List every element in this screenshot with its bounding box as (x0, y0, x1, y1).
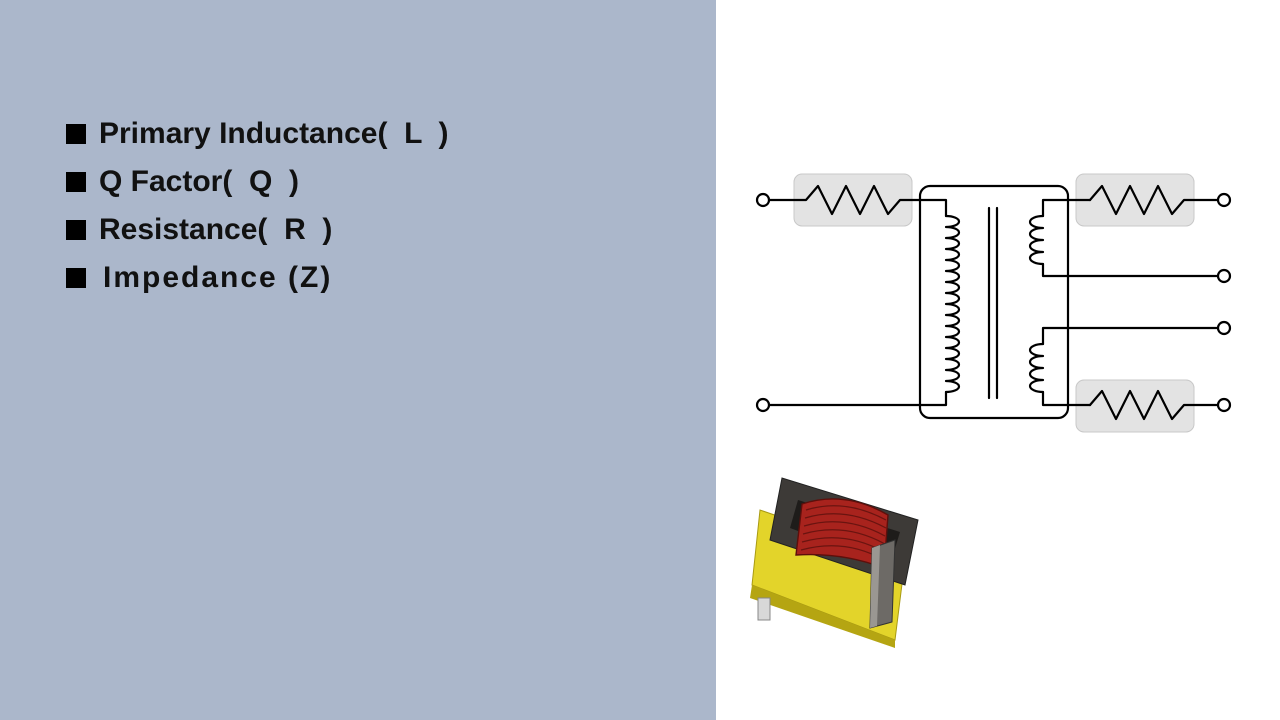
resistor-icon (767, 184, 948, 218)
bullet-text: Primary Inductance( L ) (99, 117, 449, 150)
terminal-icon (1216, 397, 1232, 413)
bobbin-base-side (750, 585, 895, 648)
secondary-coil-top (1028, 214, 1045, 266)
ferrite-leg-face (870, 545, 880, 628)
transformer-circuit-diagram (755, 173, 1232, 433)
secondary-coil-bottom (1028, 342, 1045, 394)
bullet-text: Q Factor( Q ) (99, 165, 300, 198)
bullet-item-impedance: Impedance (Z) (66, 254, 449, 302)
square-bullet-icon (66, 220, 86, 240)
secondary-lead (1041, 262, 1220, 278)
secondary-lead (1041, 198, 1092, 218)
resistor-icon (1088, 184, 1219, 216)
inductor-component-photo (750, 477, 919, 648)
bullet-item-resistance: Resistance( R ) (66, 206, 449, 254)
square-bullet-icon (66, 124, 86, 144)
square-bullet-icon (66, 172, 86, 192)
primary-lead (767, 390, 948, 407)
component-pin (757, 597, 771, 621)
terminal-icon (1216, 192, 1232, 208)
terminal-icon (755, 397, 771, 413)
left-panel: Primary Inductance( L ) Q Factor( Q ) Re… (0, 0, 716, 720)
terminal-icon (1216, 320, 1232, 336)
bullet-item-primary-inductance: Primary Inductance( L ) (66, 110, 449, 158)
resistor-icon (1088, 389, 1219, 421)
secondary-lead (1041, 390, 1092, 407)
bullet-text: Resistance( R ) (99, 213, 333, 246)
bullet-item-q-factor: Q Factor( Q ) (66, 158, 449, 206)
terminal-icon (1216, 268, 1232, 284)
terminal-icon (755, 192, 771, 208)
secondary-lead (1041, 326, 1220, 346)
primary-coil (944, 214, 961, 394)
resistor-box-bottom-right (1075, 379, 1195, 433)
resistor-box-top-right (1075, 173, 1195, 227)
square-bullet-icon (66, 268, 86, 288)
bullet-text: Impedance (Z) (103, 261, 333, 294)
bullet-list: Primary Inductance( L ) Q Factor( Q ) Re… (66, 110, 449, 302)
transformer-frame (918, 184, 1070, 420)
